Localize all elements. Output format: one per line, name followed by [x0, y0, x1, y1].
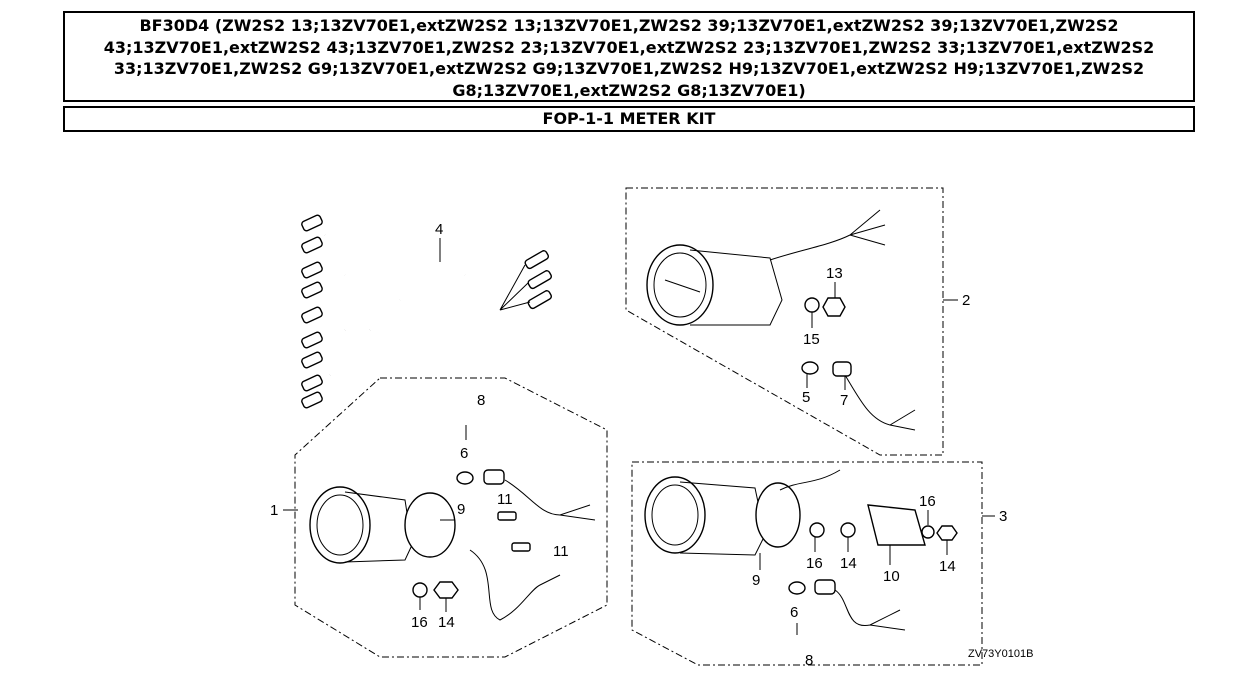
callout-16b: 16 [806, 555, 823, 572]
callout-8a: 8 [477, 392, 485, 409]
leader-lines [283, 282, 995, 635]
callout-1: 1 [270, 502, 278, 519]
callout-14a: 14 [438, 614, 455, 631]
gauge-group-1 [294, 377, 608, 658]
callout-11a: 11 [497, 491, 513, 508]
diagram-title: BF30D4 (ZW2S2 13;13ZV70E1,extZW2S2 13;13… [63, 11, 1195, 102]
callout-10: 10 [883, 568, 900, 585]
callout-3: 3 [999, 508, 1007, 525]
drawing-code: ZV73Y0101B [968, 648, 1033, 660]
wire-harness-4 [301, 214, 552, 409]
gauge-group-3 [631, 461, 983, 666]
callout-9a: 9 [457, 501, 465, 518]
callout-11b: 11 [553, 543, 569, 560]
callout-16a: 16 [411, 614, 428, 631]
callout-7: 7 [840, 392, 848, 409]
callout-14b: 14 [840, 555, 857, 572]
callout-9b: 9 [752, 572, 760, 589]
callout-13: 13 [826, 265, 843, 282]
callout-15: 15 [803, 331, 820, 348]
callout-16c: 16 [919, 493, 936, 510]
callout-4: 4 [435, 221, 443, 238]
callout-2: 2 [962, 292, 970, 309]
callouts: 1 2 3 4 5 6 6 7 8 8 9 9 10 11 11 13 14 1… [270, 221, 1033, 669]
callout-14c: 14 [939, 558, 956, 575]
callout-8b: 8 [805, 652, 813, 669]
callout-6a: 6 [460, 445, 468, 462]
callout-5: 5 [802, 389, 810, 406]
gauge-group-2 [625, 187, 944, 456]
diagram-subtitle: FOP-1-1 METER KIT [63, 106, 1195, 132]
callout-6b: 6 [790, 604, 798, 621]
